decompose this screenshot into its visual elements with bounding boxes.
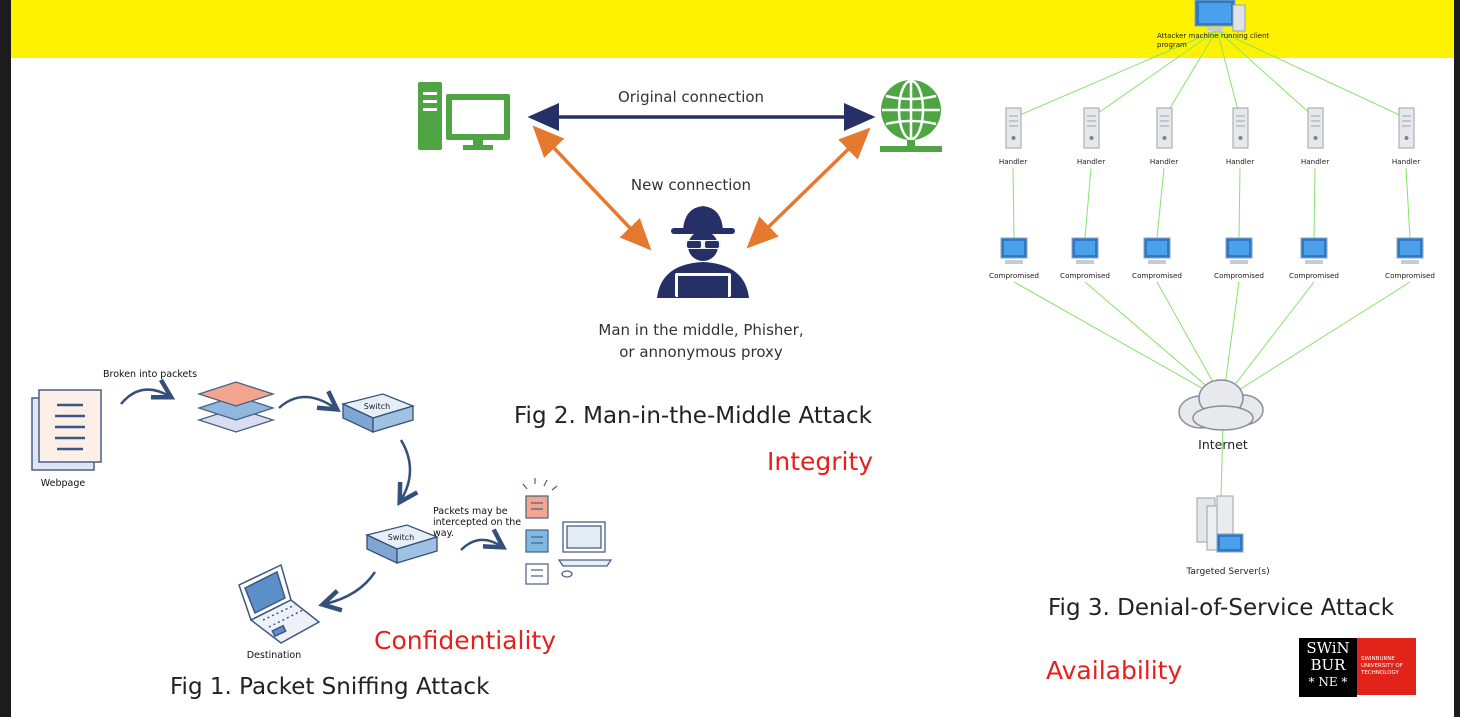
switch-label-2: Switch xyxy=(388,533,414,542)
dos-link xyxy=(1163,29,1218,119)
switch-label-1: Switch xyxy=(364,402,390,411)
mitm-diagram: Original connection New connection Man i… xyxy=(418,79,942,361)
logo-subtext: SWINBURNE UNIVERSITY OF TECHNOLOGY xyxy=(1361,656,1403,677)
fig3-caption: Fig 3. Denial-of-Service Attack xyxy=(1048,595,1395,621)
targeted-servers-label: Targeted Server(s) xyxy=(1185,567,1269,577)
computer-icon xyxy=(418,82,510,150)
intercept-label-line1: Packets may be xyxy=(433,506,508,517)
dos-attacker-label-line2: program xyxy=(1157,41,1187,49)
fig1-caption: Fig 1. Packet Sniffing Attack xyxy=(170,674,490,700)
dos-link xyxy=(1084,281,1224,401)
handler-server-icon: Handler xyxy=(1301,107,1329,166)
fig2-caption: Fig 2. Man-in-the-Middle Attack xyxy=(514,403,872,429)
dos-link xyxy=(1156,167,1165,239)
dos-link xyxy=(1012,29,1218,119)
integrity-label: Integrity xyxy=(767,447,874,476)
dos-link xyxy=(1405,167,1411,239)
handler-label: Handler xyxy=(999,157,1027,166)
globe-icon xyxy=(880,79,942,152)
sniffer-computer-icon xyxy=(557,521,613,578)
intercepted-packets-icon xyxy=(522,478,558,585)
internet-cloud-icon xyxy=(1178,379,1264,431)
webpage-label: Webpage xyxy=(41,478,86,489)
compromised-label: Compromised xyxy=(1060,271,1110,280)
compromised-computer-icon: Compromised xyxy=(1060,237,1110,280)
switch-icon: Switch xyxy=(341,393,415,434)
sniffing-diagram: Switch Switch xyxy=(31,369,613,661)
new-connection-arrow-left xyxy=(532,125,652,251)
compromised-label: Compromised xyxy=(1289,271,1339,280)
compromised-computer-icon: Compromised xyxy=(1385,237,1435,280)
handler-label: Handler xyxy=(1077,157,1105,166)
diagram-canvas: Original connection New connection Man i… xyxy=(31,0,1435,661)
availability-label: Availability xyxy=(1046,656,1183,685)
handler-label: Handler xyxy=(1301,157,1329,166)
dos-link xyxy=(1216,29,1316,119)
packet-stack-icon xyxy=(196,381,276,433)
logo-sub3: TECHNOLOGY xyxy=(1361,670,1399,676)
swinburne-logo: SWiN BUR * NE * SWINBURNE UNIVERSITY OF … xyxy=(1299,638,1416,697)
original-connection-label: Original connection xyxy=(618,88,764,106)
dos-link xyxy=(1222,281,1315,401)
attacker-computer-icon xyxy=(1194,0,1246,32)
dos-link xyxy=(1216,29,1241,119)
dos-link xyxy=(1313,167,1316,239)
intercept-label-line3: way. xyxy=(433,528,454,539)
new-connection-arrow-right xyxy=(746,127,871,249)
dos-link xyxy=(1012,167,1015,239)
internet-label: Internet xyxy=(1198,437,1248,452)
compromised-computer-icon: Compromised xyxy=(1214,237,1264,280)
logo-sub2: UNIVERSITY OF xyxy=(1361,663,1403,669)
compromised-label: Compromised xyxy=(1132,271,1182,280)
compromised-computer-icon: Compromised xyxy=(989,237,1039,280)
destination-label: Destination xyxy=(247,650,302,661)
logo-wordmark-box: SWiN BUR * NE * xyxy=(1299,638,1357,697)
handler-server-icon: Handler xyxy=(1077,107,1105,166)
switch-down-arrow xyxy=(397,439,419,507)
dos-link xyxy=(1216,29,1407,119)
handler-server-icon: Handler xyxy=(999,107,1027,166)
attacker-label-line1: Man in the middle, Phisher, xyxy=(598,321,803,339)
compromised-computer-icon: Compromised xyxy=(1289,237,1339,280)
hacker-icon xyxy=(657,206,749,298)
attacker-label-line2: or annonymous proxy xyxy=(619,343,783,361)
handler-label: Handler xyxy=(1150,157,1178,166)
handler-label: Handler xyxy=(1392,157,1420,166)
slide: Original connection New connection Man i… xyxy=(11,0,1454,717)
logo-line3: * NE * xyxy=(1308,675,1348,689)
new-connection-label: New connection xyxy=(631,176,751,194)
logo-line2: BUR xyxy=(1310,656,1346,674)
dos-links xyxy=(1012,29,1411,499)
dos-link xyxy=(1238,167,1241,239)
intercept-label-line2: intercepted on the xyxy=(433,517,521,528)
logo-line1: SWiN xyxy=(1306,639,1350,657)
handler-server-icon: Handler xyxy=(1226,107,1254,166)
dos-link xyxy=(1222,281,1411,401)
handler-label: Handler xyxy=(1226,157,1254,166)
packets-arrow xyxy=(120,378,176,405)
compromised-label: Compromised xyxy=(989,271,1039,280)
compromised-label: Compromised xyxy=(1214,271,1264,280)
webpage-icon xyxy=(31,389,102,471)
logo-sub1: SWINBURNE xyxy=(1361,656,1395,662)
confidentiality-label: Confidentiality xyxy=(374,626,556,655)
dos-link xyxy=(1084,167,1092,239)
dos-link xyxy=(1156,281,1224,401)
dos-link xyxy=(1013,281,1224,401)
switch-icon: Switch xyxy=(365,524,439,565)
compromised-label: Compromised xyxy=(1385,271,1435,280)
dos-attacker-label-line1: Attacker machine running client xyxy=(1157,32,1270,40)
intercept-arrow xyxy=(460,528,507,551)
compromised-computer-icon: Compromised xyxy=(1132,237,1182,280)
handler-server-icon: Handler xyxy=(1392,107,1420,166)
targeted-servers-icon xyxy=(1196,495,1244,553)
dos-link xyxy=(1220,419,1224,499)
to-switch-arrow xyxy=(278,390,341,412)
dos-diagram: Handler Handler Handler Handler Handler Handl… xyxy=(989,0,1435,577)
handler-server-icon: Handler xyxy=(1150,107,1178,166)
laptop-icon xyxy=(238,563,321,644)
destination-arrow xyxy=(318,571,377,613)
dos-link xyxy=(1090,29,1218,119)
broken-into-packets-label: Broken into packets xyxy=(103,369,197,380)
